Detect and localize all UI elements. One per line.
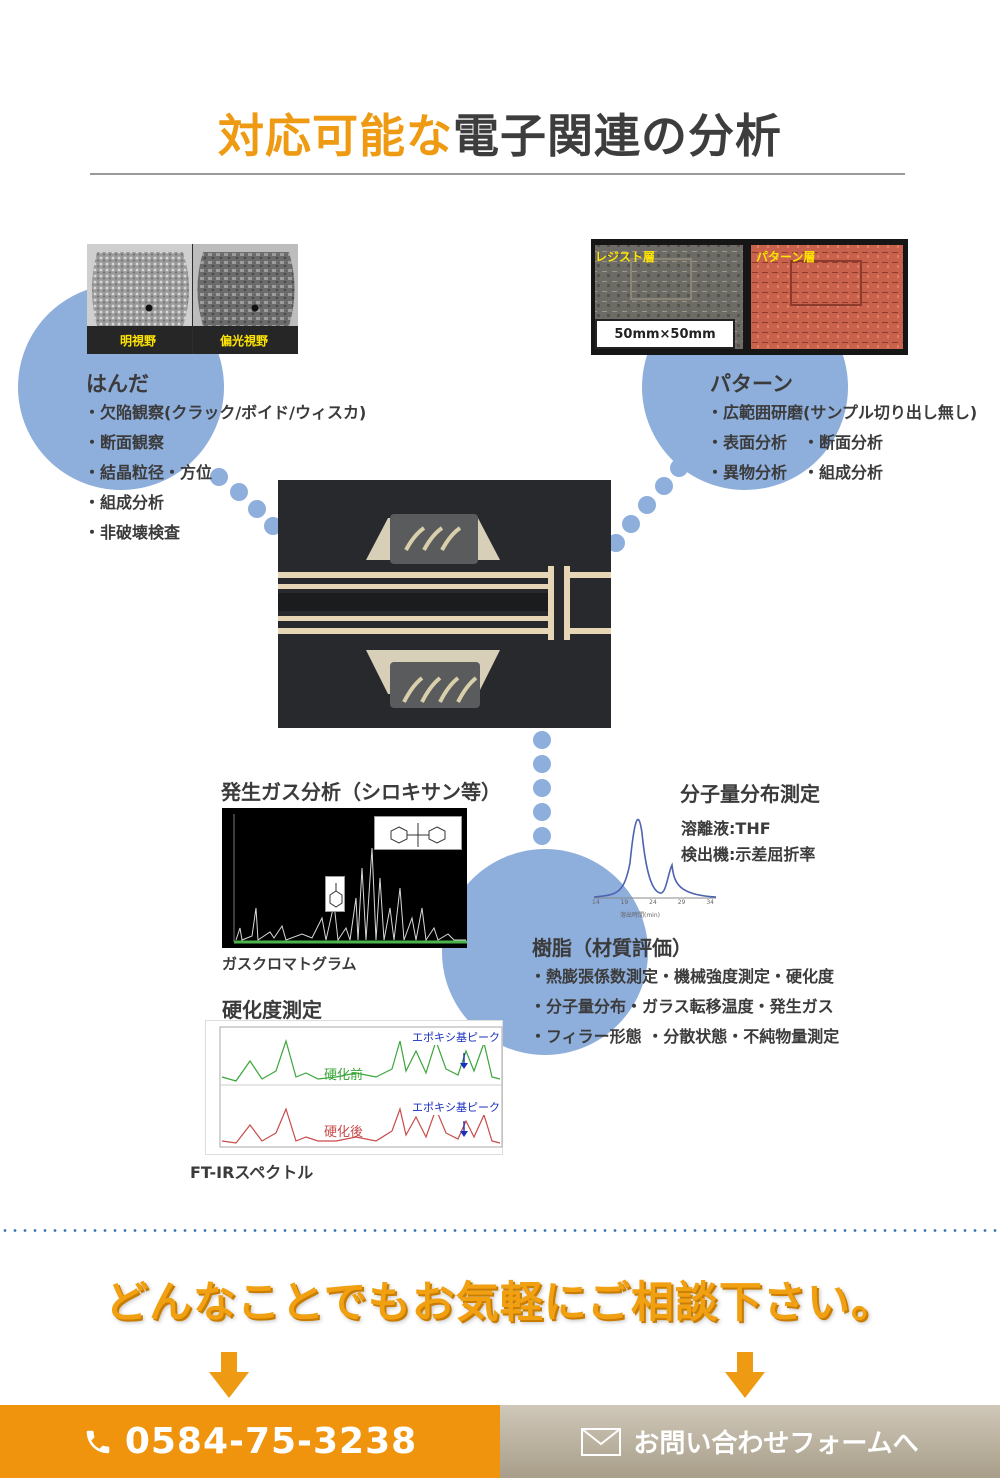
connector-dot bbox=[607, 534, 625, 552]
list-item: ・異物分析 ・組成分析 bbox=[707, 463, 884, 482]
resin-heading: 樹脂（材質評価） bbox=[532, 936, 692, 960]
mw-heading: 分子量分布測定 bbox=[680, 782, 820, 806]
axis-tick: 19 bbox=[620, 899, 629, 906]
chemical-structure-large bbox=[374, 816, 462, 850]
gas-chromatogram bbox=[222, 808, 467, 948]
mw-axis-label: 溶出時間(min) bbox=[620, 912, 660, 919]
list-item: ・分子量分布・ガラス転移温度・発生ガス bbox=[530, 997, 834, 1016]
page-title: 対応可能な電子関連の分析 bbox=[0, 100, 1000, 166]
arrow-down-icon bbox=[209, 1352, 249, 1398]
mw-line2: 検出機:示差屈折率 bbox=[681, 845, 816, 864]
before-cure-label: 硬化前 bbox=[324, 1068, 364, 1083]
resin-list: ・熱膨張係数測定・機械強度測定・硬化度 ・分子量分布・ガラス転移温度・発生ガス … bbox=[530, 962, 839, 1052]
contact-form-button[interactable]: お問い合わせフォームへ bbox=[500, 1405, 1000, 1478]
list-item: ・組成分析 bbox=[84, 493, 165, 512]
connector-dot bbox=[655, 477, 673, 495]
phone-number: 0584-75-3238 bbox=[124, 1421, 418, 1462]
pattern-list: ・広範囲研磨(サンプル切り出し無し) ・表面分析 ・断面分析 ・異物分析 ・組成… bbox=[707, 398, 977, 488]
pattern-photo: レジスト層 パターン層 50mm×50mm bbox=[591, 239, 908, 355]
cta-message: どんなことでもお気軽にご相談下さい。 bbox=[105, 1278, 895, 1328]
arrow-down-icon bbox=[725, 1352, 765, 1398]
list-item: ・広範囲研磨(サンプル切り出し無し) bbox=[707, 403, 978, 422]
peak-label-bottom: エポキシ基ピーク bbox=[412, 1099, 500, 1115]
axis-tick: 34 bbox=[706, 899, 714, 906]
list-item: ・欠陥観察(クラック/ボイド/ウィスカ) bbox=[84, 403, 367, 422]
pattern-scale-label: 50mm×50mm bbox=[614, 326, 716, 342]
solder-micrograph bbox=[87, 244, 298, 354]
connector-dot bbox=[533, 827, 551, 845]
chromatogram-plot bbox=[233, 814, 467, 944]
gas-heading: 発生ガス分析（シロキサン等） bbox=[221, 780, 501, 804]
after-cure-label: 硬化後 bbox=[324, 1125, 364, 1140]
axis-tick: 14 bbox=[592, 899, 600, 906]
connector-dot bbox=[533, 779, 551, 797]
page-title-accent: 対応可能な bbox=[218, 109, 453, 163]
pattern-photo-label-right: パターン層 bbox=[756, 250, 816, 264]
mw-distribution-plot bbox=[593, 818, 717, 899]
connector-dot bbox=[533, 755, 551, 773]
list-item: ・断面観察 bbox=[84, 433, 165, 452]
axis-tick: 29 bbox=[677, 899, 686, 906]
ftir-plot bbox=[219, 1026, 503, 1148]
solder-photo-label-right: 偏光視野 bbox=[220, 334, 269, 348]
connector-dot bbox=[230, 483, 248, 501]
mw-chart: 14 19 24 29 34 溶出時間(min) bbox=[588, 803, 718, 921]
solder-list: ・欠陥観察(クラック/ボイド/ウィスカ) ・断面観察 ・結晶粒径・方位 ・組成分… bbox=[84, 398, 366, 548]
gas-caption: ガスクロマトグラム bbox=[222, 955, 357, 973]
connector-dot bbox=[210, 468, 228, 486]
list-item: ・非破壊検査 bbox=[84, 523, 181, 542]
axis-tick: 24 bbox=[649, 899, 657, 906]
connector-dot bbox=[533, 731, 551, 749]
contact-form-label: お問い合わせフォームへ bbox=[633, 1429, 919, 1459]
solder-photo-label-left: 明視野 bbox=[120, 334, 157, 348]
ftir-caption: FT-IRスペクトル bbox=[190, 1163, 314, 1182]
page-title-main: 電子関連の分析 bbox=[453, 109, 782, 163]
title-divider bbox=[90, 173, 905, 175]
chemical-structure-small bbox=[325, 876, 345, 912]
mail-icon bbox=[581, 1427, 622, 1456]
phone-button[interactable]: 0584-75-3238 bbox=[0, 1405, 500, 1478]
cross-section-photo bbox=[278, 480, 611, 728]
connector-dot bbox=[533, 803, 551, 821]
pcb-cross-section bbox=[278, 480, 611, 728]
list-item: ・熱膨張係数測定・機械強度測定・硬化度 bbox=[530, 967, 835, 986]
ftir-chart: エポキシ基ピーク エポキシ基ピーク 硬化前 硬化後 bbox=[205, 1020, 503, 1155]
peak-label-top: エポキシ基ピーク bbox=[412, 1029, 500, 1045]
connector-dot bbox=[248, 500, 266, 518]
pattern-heading: パターン bbox=[710, 372, 793, 396]
list-item: ・結晶粒径・方位 bbox=[84, 463, 213, 482]
dotted-divider bbox=[0, 1229, 1000, 1232]
connector-dot bbox=[638, 496, 656, 514]
solder-photo: 明視野 偏光視野 bbox=[87, 244, 298, 354]
list-item: ・表面分析 ・断面分析 bbox=[707, 433, 884, 452]
connector-dot bbox=[670, 459, 688, 477]
pattern-scale-box: 50mm×50mm bbox=[595, 319, 735, 349]
list-item: ・フィラー形態 ・分散状態・不純物量測定 bbox=[530, 1027, 840, 1046]
phone-icon bbox=[86, 1430, 110, 1453]
mw-axis-ticks: 14 19 24 29 34 bbox=[592, 899, 714, 906]
pattern-photo-label-left: レジスト層 bbox=[595, 250, 656, 264]
cure-heading: 硬化度測定 bbox=[222, 998, 322, 1022]
connector-dot bbox=[264, 517, 282, 535]
solder-heading: はんだ bbox=[86, 372, 149, 396]
connector-dot bbox=[622, 515, 640, 533]
mw-line1: 溶離液:THF bbox=[681, 819, 771, 838]
